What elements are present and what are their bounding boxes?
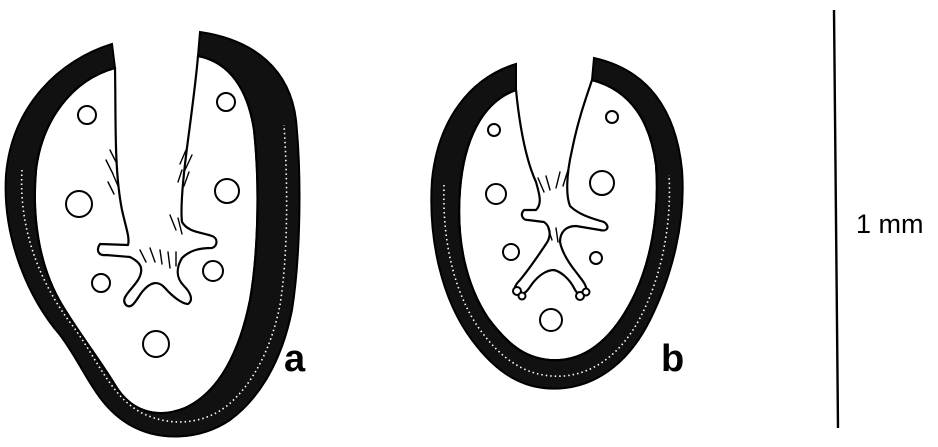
scale-bar-label: 1 mm (856, 209, 924, 239)
cell-a-7 (143, 331, 169, 357)
seed-coat-a (6, 32, 300, 436)
cell-b-2 (606, 111, 618, 123)
cell-a-3 (66, 191, 92, 217)
embryo-tip-b-2 (519, 293, 526, 300)
hatching-a (106, 150, 192, 268)
cell-b-3 (486, 184, 506, 204)
cell-b-4 (590, 171, 614, 195)
seed-coat-b (431, 58, 682, 389)
embryo-tip-b-4 (583, 289, 590, 296)
cell-a-4 (215, 179, 239, 203)
cell-a-1 (78, 106, 96, 124)
cell-a-2 (217, 93, 235, 111)
section-b (431, 58, 682, 389)
section-a (6, 32, 300, 436)
cell-a-6 (203, 261, 223, 281)
panel-label-b: b (661, 338, 684, 380)
cell-a-5 (92, 274, 110, 292)
cell-b-1 (488, 124, 500, 136)
cell-b-7 (540, 309, 562, 331)
panel-label-a: a (284, 338, 306, 380)
cell-b-5 (503, 244, 519, 260)
scale-bar (834, 10, 838, 428)
cell-b-6 (590, 252, 602, 264)
